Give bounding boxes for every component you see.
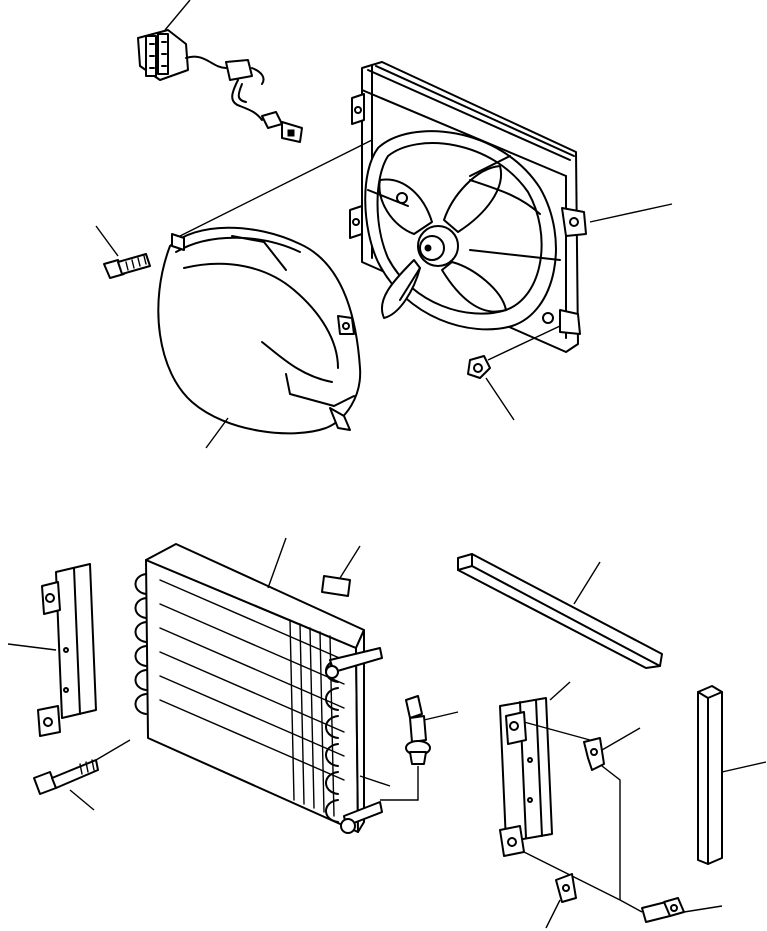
leader-line-clip-bottom — [545, 899, 561, 929]
nut — [467, 325, 561, 421]
label-plate — [321, 545, 361, 597]
left-bracket — [7, 563, 97, 737]
fan-guard-cover — [157, 139, 373, 449]
leader-line-nut — [485, 377, 515, 421]
leader-line-cover — [205, 417, 229, 449]
leader-line-harness — [164, 0, 191, 31]
leader-line-seal-h — [573, 561, 601, 605]
mounting-bolt — [95, 225, 151, 279]
leader-line-flange-bolt — [683, 905, 723, 913]
leader-line-frame — [589, 203, 673, 223]
seal-strip-vertical — [697, 685, 767, 865]
leader-line-long-bolt — [69, 789, 95, 811]
leader-line-switch — [423, 711, 459, 721]
condenser-core — [134, 537, 383, 834]
leader-line-right-bracket — [549, 681, 571, 701]
fan-motor — [364, 130, 561, 331]
wiring-harness — [137, 0, 303, 143]
seal-strip-horizontal — [457, 553, 663, 669]
right-bracket — [499, 681, 621, 901]
leader-line-label — [339, 545, 361, 579]
flange-bolt — [619, 897, 723, 923]
long-bolt — [33, 739, 131, 811]
leader-line-left-bracket — [7, 643, 57, 651]
leader-line-clip-top — [601, 727, 641, 751]
pressure-switch — [359, 695, 459, 801]
leader-line-condenser — [267, 537, 287, 589]
clip — [545, 727, 641, 929]
leader-line-bolt — [95, 225, 119, 257]
leader-line-seal-v — [721, 761, 767, 773]
